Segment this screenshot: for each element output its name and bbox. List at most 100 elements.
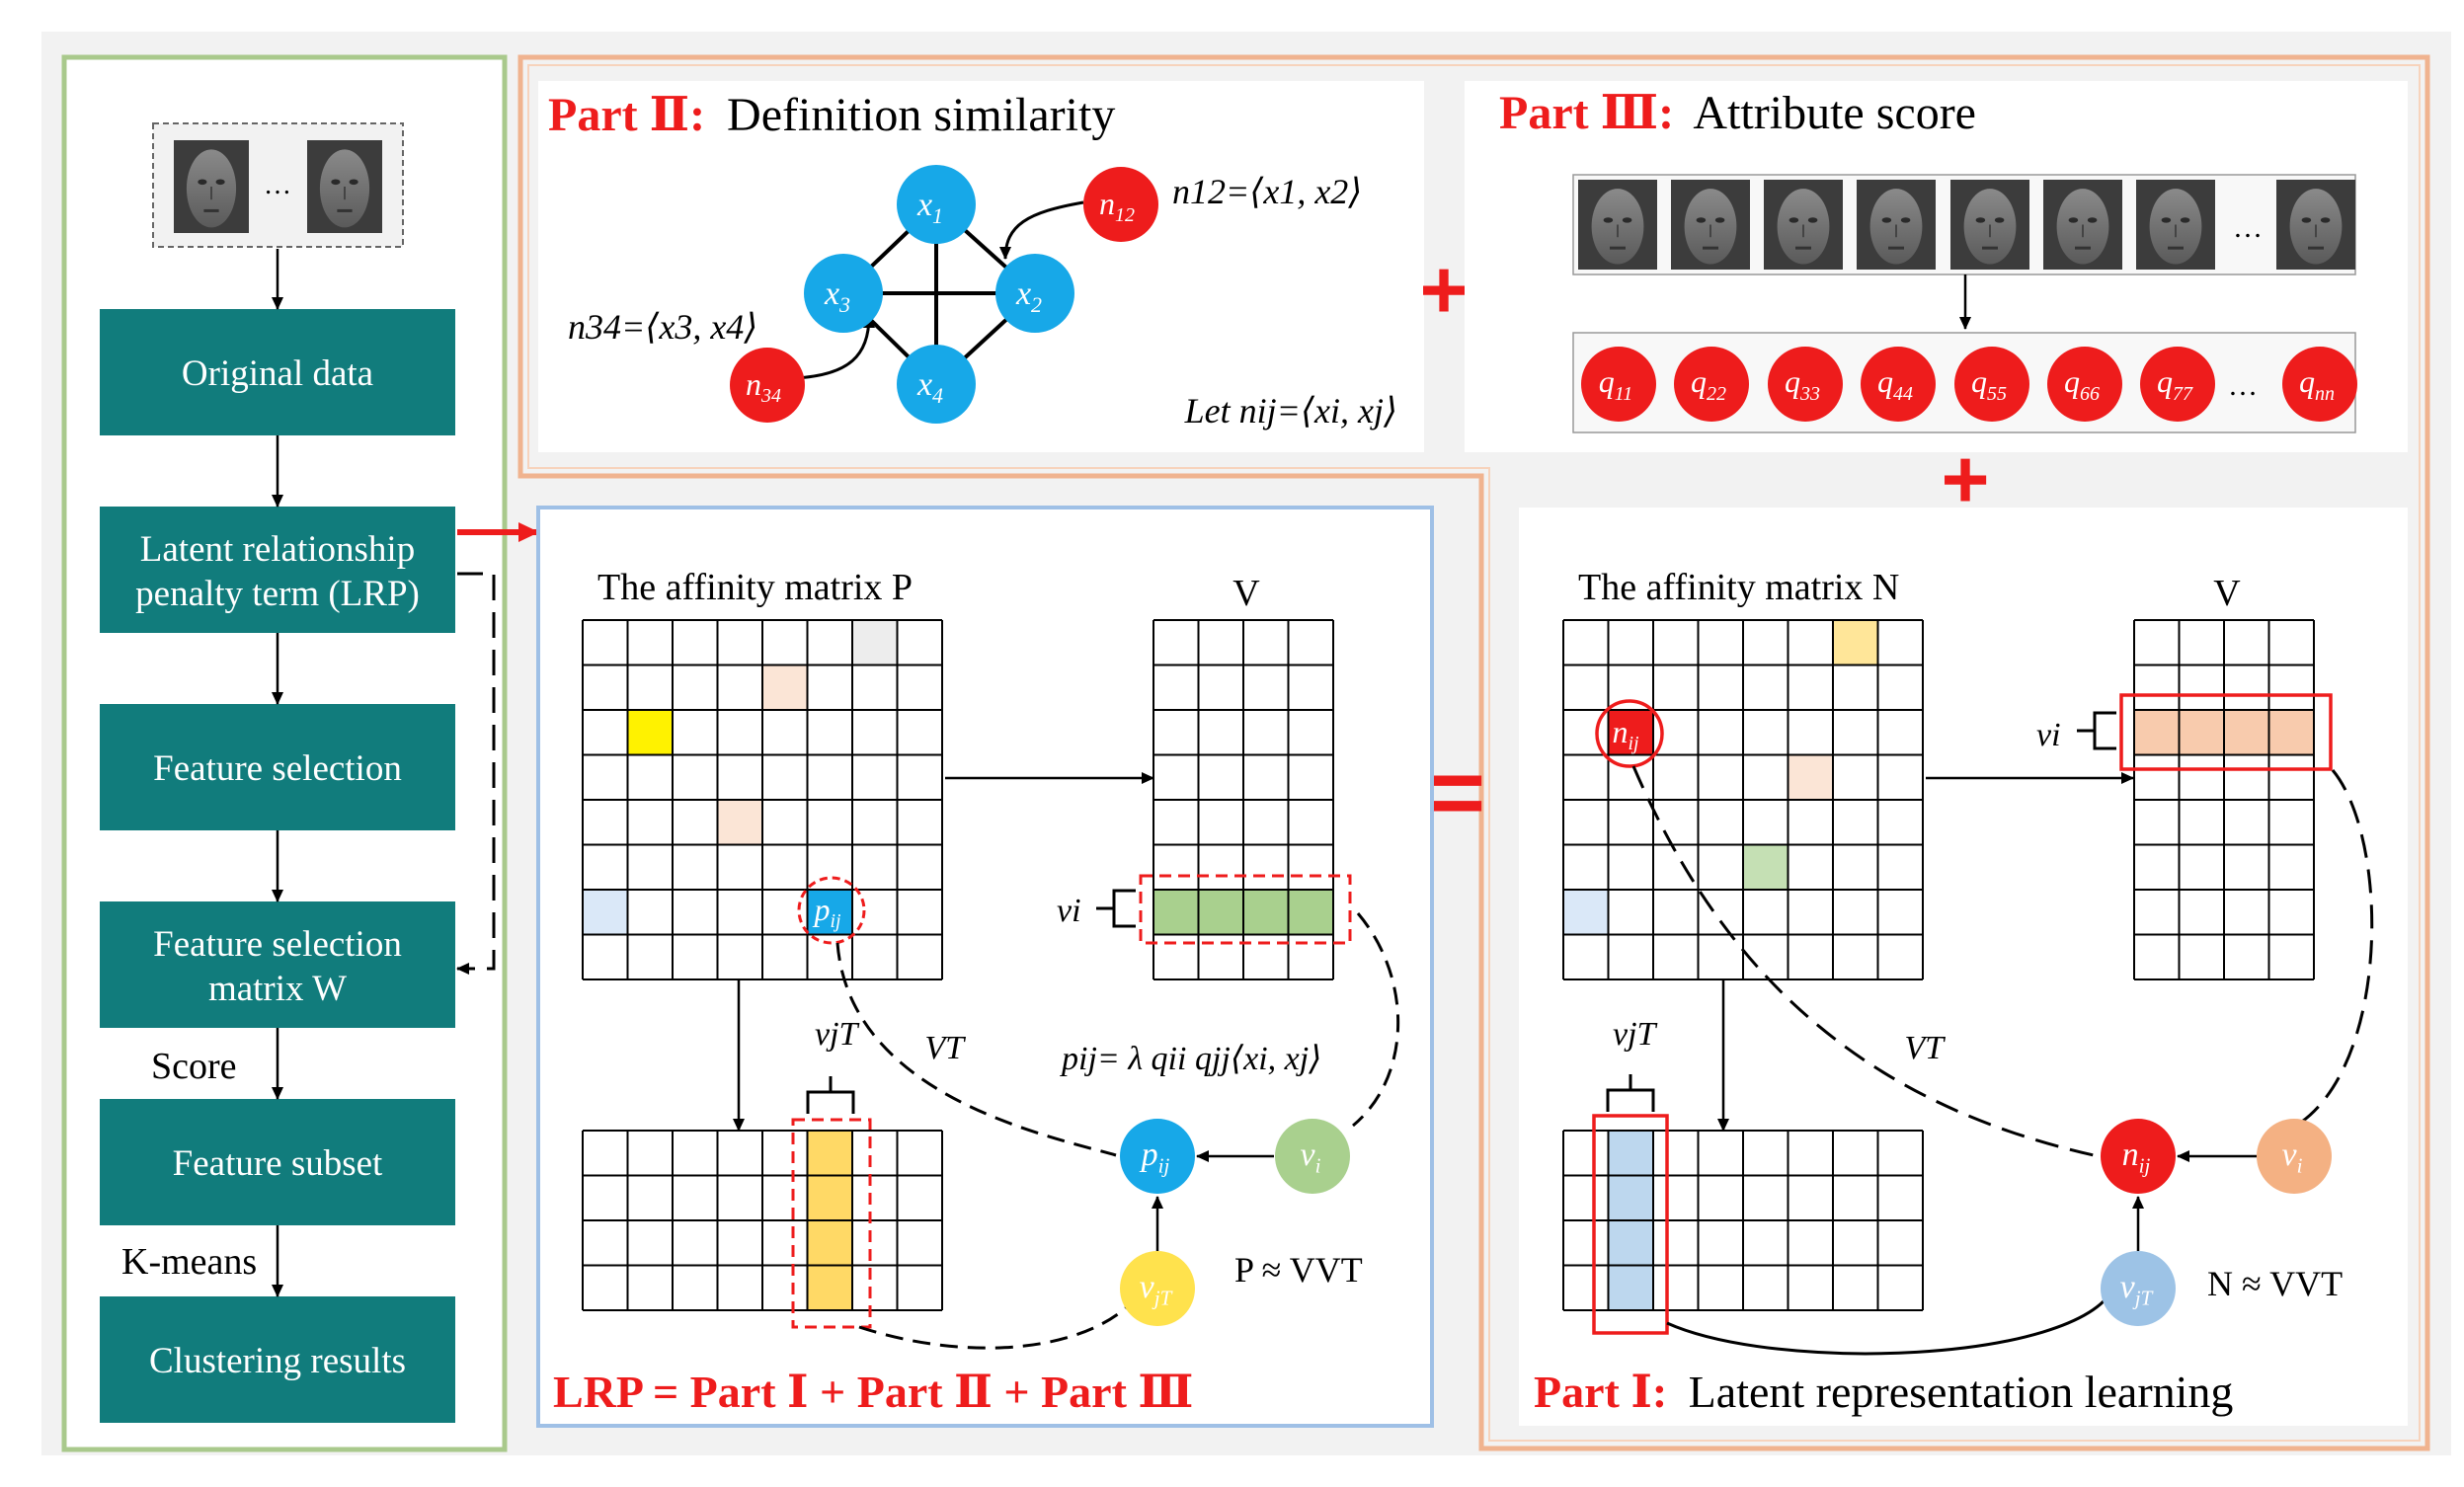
feedback-arrow [456, 572, 496, 975]
matrix-cell [1788, 754, 1833, 800]
lrp-equation: LRP = Part Ⅰ + Part Ⅱ + Part Ⅲ [553, 1367, 1193, 1417]
face-thumbnail [2136, 180, 2215, 270]
vi-label-n: vi [2036, 717, 2061, 753]
matrix-cell [583, 890, 628, 935]
edge-kmeans-label: K-means [121, 1241, 257, 1283]
feature-node-label: x2 [1015, 275, 1042, 317]
matrix-vt [582, 1130, 943, 1311]
pair-node [730, 348, 805, 423]
orange-frame-inner [527, 64, 2421, 1442]
affinity-matrix-n [1562, 619, 1924, 980]
feature-node [897, 345, 976, 424]
orange-frame-outer [517, 54, 2430, 1451]
score-node-label: q22 [1691, 363, 1726, 405]
score-node [2047, 347, 2122, 422]
part2-title-prefix: Part Ⅱ: [548, 89, 705, 141]
vjt-node-label: vjT [1140, 1269, 1173, 1309]
score-node [1861, 347, 1936, 422]
face-thumbnail [1950, 180, 2029, 270]
matrix-cell [762, 665, 808, 710]
feature-node-label: x3 [824, 275, 850, 317]
vjt-node-n-label: vjT [2120, 1269, 2154, 1309]
score-node [1768, 347, 1843, 422]
vjt-label: vjT [815, 1016, 860, 1053]
flow-step-label: Clustering results [149, 1341, 406, 1381]
approx-p: P ≈ VVT [1234, 1250, 1363, 1290]
score-node-label: q66 [2064, 363, 2100, 405]
nij-node: nij [2101, 1119, 2176, 1194]
flow-step-box [100, 507, 455, 633]
part1-title-text: Latent representation learning [1689, 1367, 2234, 1417]
score-node [2140, 347, 2215, 422]
face-thumbnail [307, 140, 382, 233]
score-node-label: q44 [1877, 363, 1913, 405]
nij-node-label: nij [2122, 1136, 2151, 1177]
vi-node-n: vi [2257, 1119, 2332, 1194]
n12-definition: n12=⟨x1, x2⟩ [1172, 172, 1362, 211]
matrix-v-n [2133, 619, 2315, 980]
pair-node-label: n12 [1099, 186, 1135, 226]
matrix-vt-n [1562, 1130, 1924, 1311]
vi-label: vi [1057, 893, 1081, 929]
edge-score-label: Score [151, 1046, 237, 1087]
pair-node-label: n34 [746, 366, 781, 407]
face-ellipsis: … [264, 170, 291, 200]
score-node [1674, 347, 1749, 422]
score-node-label: q11 [1599, 363, 1633, 405]
flow-step-box [100, 901, 455, 1028]
part3-title-text: Attribute score [1693, 87, 1976, 139]
part2-title-text: Definition similarity [727, 89, 1115, 141]
face-thumbnail [2043, 180, 2122, 270]
matrix-cell [1608, 710, 1653, 755]
vjt-node-n: vjT [2101, 1251, 2176, 1326]
flow-step-label: Original data [182, 353, 373, 394]
feature-node [995, 254, 1074, 333]
vjt-node: vjT [1120, 1251, 1195, 1326]
feature-node [897, 165, 976, 244]
feature-node-label: x1 [916, 187, 943, 228]
matrix-cell [627, 710, 673, 755]
vi-node: vi [1275, 1119, 1350, 1194]
matrix-p-title: The affinity matrix P [597, 567, 913, 608]
q-ellipsis: … [2228, 369, 2258, 402]
score-node-label: q55 [1971, 363, 2007, 405]
matrix-cell [852, 620, 898, 665]
face-thumbnail [2276, 180, 2355, 270]
flow-step-label: Feature selection [153, 748, 402, 789]
vi-node-label: vi [1301, 1136, 1321, 1177]
vi-node-n-label: vi [2282, 1136, 2303, 1177]
part3-title-prefix: Part Ⅲ: [1499, 87, 1674, 139]
matrix-cell [1563, 890, 1609, 935]
flow-step-box [100, 309, 455, 435]
sample-faces: … [152, 122, 404, 248]
matrix-v [1153, 619, 1334, 980]
let-definition: Let nij=⟨xi, xj⟩ [1184, 391, 1397, 430]
face-thumbnail [1764, 180, 1843, 270]
face-thumbnail [1857, 180, 1936, 270]
part2-panel: Part Ⅱ: Definition similarity x1x2x3x4n1… [538, 81, 1424, 452]
feature-node [804, 254, 883, 333]
score-node-label: q77 [2157, 363, 2193, 405]
face-thumbnail [1578, 180, 1657, 270]
flow-step-label: Feature subset [173, 1143, 383, 1184]
vt-title-n: VT [1904, 1030, 1946, 1066]
part1-title-prefix: Part Ⅰ: [1534, 1367, 1667, 1417]
nij-cell-label: nij [1612, 714, 1639, 754]
matrix-cell [1743, 844, 1788, 890]
matrix-cell [1833, 620, 1878, 665]
matrix-n-title: The affinity matrix N [1578, 567, 1899, 608]
score-node [1954, 347, 2029, 422]
flow-step-box [100, 704, 455, 830]
flow-step-box [100, 1099, 455, 1225]
score-node [1581, 347, 1656, 422]
approx-n: N ≈ VVT [2207, 1264, 2343, 1303]
v-title: V [1232, 573, 1260, 614]
face-ellipsis: … [2233, 211, 2263, 244]
affinity-matrix-p [582, 619, 943, 980]
